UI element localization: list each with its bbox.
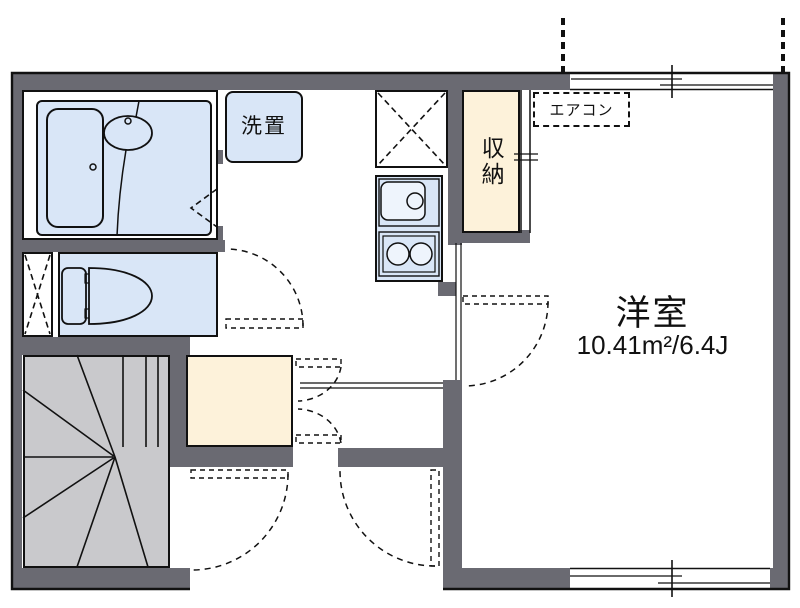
wall-genkan-top bbox=[338, 448, 462, 467]
closet-bifold-jamb-top bbox=[295, 358, 342, 368]
entry-door-arc-right bbox=[339, 470, 436, 567]
toilet-tank bbox=[61, 267, 87, 325]
room-door-leaf bbox=[462, 295, 549, 305]
wall-top bbox=[11, 72, 570, 90]
stair-treads bbox=[22, 354, 159, 568]
room-name-label: 洋室 bbox=[615, 293, 690, 333]
sink-counter bbox=[378, 178, 440, 227]
hall-closet bbox=[186, 355, 293, 447]
toilet-door-arc bbox=[225, 248, 304, 327]
washer-space bbox=[225, 91, 303, 163]
wall-toilet-bottom bbox=[11, 337, 190, 355]
wall-bathdoor-jamb-top bbox=[214, 150, 223, 164]
wall-bottom-corner bbox=[770, 568, 790, 590]
wall-door-jamb bbox=[443, 380, 462, 390]
aircon-box: エアコン bbox=[533, 92, 630, 127]
entry-door-leaf-right bbox=[430, 469, 440, 567]
stove-top bbox=[382, 235, 436, 273]
refrigerator-x-mark bbox=[377, 92, 446, 166]
bathtub bbox=[46, 108, 104, 228]
aircon-label: エアコン bbox=[549, 102, 614, 119]
room-opening-lines bbox=[455, 243, 462, 380]
tub-handle bbox=[89, 163, 97, 171]
room-area-label: 10.41m²/6.4J bbox=[576, 330, 729, 361]
entry-door-leaf-left bbox=[190, 469, 289, 479]
shaft-x-mark bbox=[24, 254, 51, 335]
sliding-door-handle-tick bbox=[514, 153, 538, 161]
bath-divider-line bbox=[116, 100, 140, 237]
storage-sliding-door bbox=[520, 90, 531, 233]
wash-basin bbox=[103, 115, 153, 151]
wall-room-left bbox=[443, 390, 462, 568]
window-bottom-sashes bbox=[570, 575, 770, 584]
burner-right bbox=[409, 242, 433, 266]
stove-counter bbox=[378, 231, 440, 277]
faucet bbox=[406, 192, 424, 210]
burner-left bbox=[386, 242, 410, 266]
building-outline bbox=[10, 71, 791, 591]
closet-bifold-jamb-bottom bbox=[295, 434, 342, 444]
wall-bath-bottom bbox=[22, 240, 225, 252]
balcony-stub-lines bbox=[561, 18, 785, 72]
wall-right bbox=[773, 72, 790, 590]
wall-bottom-left bbox=[11, 568, 190, 590]
wall-left bbox=[11, 72, 22, 590]
bath-folding-door bbox=[189, 188, 218, 228]
storage-closet bbox=[462, 90, 520, 233]
wall-bathdoor-jamb-bottom bbox=[214, 226, 223, 252]
wall-stairs-closet bbox=[170, 355, 186, 467]
washer-space-label: 洗置 bbox=[241, 114, 287, 138]
window-top-sashes bbox=[571, 78, 773, 86]
entry-door-arc-left bbox=[191, 473, 289, 571]
storage-label: 収納 bbox=[478, 135, 505, 188]
toilet-bowl bbox=[88, 267, 153, 325]
closet-bifold-arcs bbox=[297, 366, 342, 444]
wall-door-step bbox=[438, 282, 456, 296]
wall-kitchen-storage bbox=[448, 90, 462, 245]
wall-storage-bottom bbox=[462, 230, 530, 243]
basin-drain bbox=[124, 117, 132, 125]
hall-step-lines bbox=[300, 382, 443, 389]
sink-bowl bbox=[380, 181, 426, 221]
wall-bottom-right bbox=[443, 568, 570, 590]
toilet-door-leaf bbox=[225, 318, 304, 329]
room-door-arc bbox=[463, 301, 549, 387]
